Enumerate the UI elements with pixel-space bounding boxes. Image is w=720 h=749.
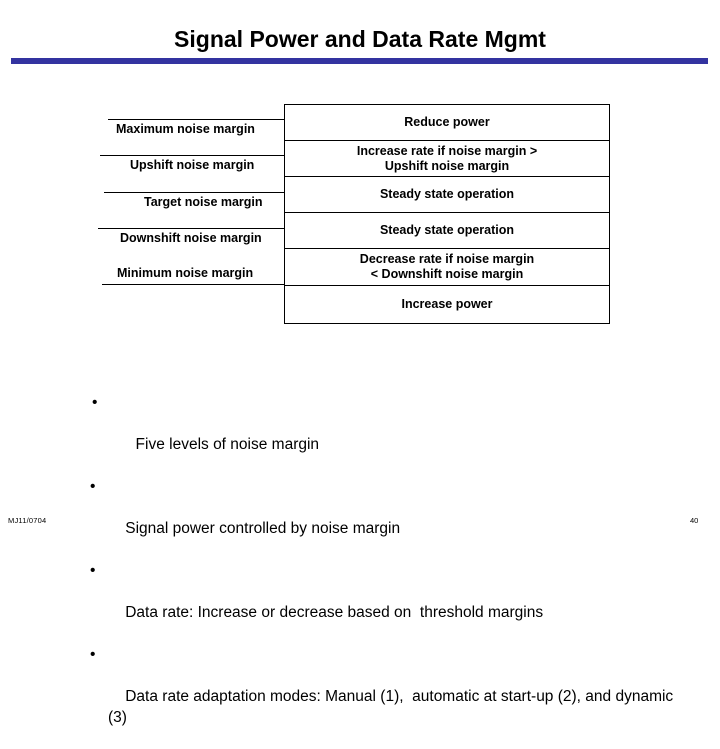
action-text-line1: Decrease rate if noise margin [359,252,535,266]
action-row: Increase rate if noise margin > Upshift … [285,141,609,177]
list-item: • Data rate: Increase or decrease based … [86,560,696,644]
level-label-upshift: Upshift noise margin [130,158,255,172]
action-table: Reduce power Increase rate if noise marg… [284,104,610,324]
action-text-line1: Steady state operation [379,223,515,237]
action-text-line1: Steady state operation [379,187,515,201]
title-underline-rule [11,58,708,64]
list-item: • Data rate adaptation modes: Manual (1)… [86,644,696,749]
action-text-line1: Increase power [401,297,493,311]
action-text-line2: < Downshift noise margin [370,267,524,281]
level-label-maximum: Maximum noise margin [116,122,255,136]
bullet-marker-icon: • [92,394,98,411]
list-item-text: Signal power controlled by noise margin [125,520,401,537]
action-text-line1: Reduce power [404,115,490,129]
level-label-downshift: Downshift noise margin [120,231,262,245]
bullet-marker-icon: • [90,562,96,579]
level-label-minimum: Minimum noise margin [117,266,254,280]
bullet-marker-icon: • [90,478,96,495]
list-item-text: Data rate: Increase or decrease based on… [125,604,544,621]
footer-page-number: 40 [690,516,699,525]
action-text-line1: Increase rate if noise margin > [356,143,538,158]
level-line-maximum [108,119,285,120]
list-item: • Five levels of noise margin [86,392,696,476]
footer-document-code: MJ11/0704 [8,516,47,525]
list-item-text: Five levels of noise margin [131,436,320,453]
level-line-target [104,192,285,193]
action-row: Reduce power [285,105,609,141]
action-row: Increase power [285,286,609,323]
level-label-target: Target noise margin [144,195,263,209]
action-row: Steady state operation [285,213,609,249]
level-line-downshift [98,228,285,229]
level-line-minimum [102,284,285,285]
list-item: • Signal power controlled by noise margi… [86,476,696,560]
list-item-text: Data rate adaptation modes: Manual (1), … [108,688,678,726]
level-line-upshift [100,155,285,156]
action-row: Decrease rate if noise margin < Downshif… [285,249,609,286]
action-row: Steady state operation [285,177,609,213]
bullet-marker-icon: • [90,646,96,663]
action-text-line2: Upshift noise margin [384,158,510,173]
summary-bullet-list: • Five levels of noise margin • Signal p… [86,392,696,749]
page-title: Signal Power and Data Rate Mgmt [174,26,546,52]
